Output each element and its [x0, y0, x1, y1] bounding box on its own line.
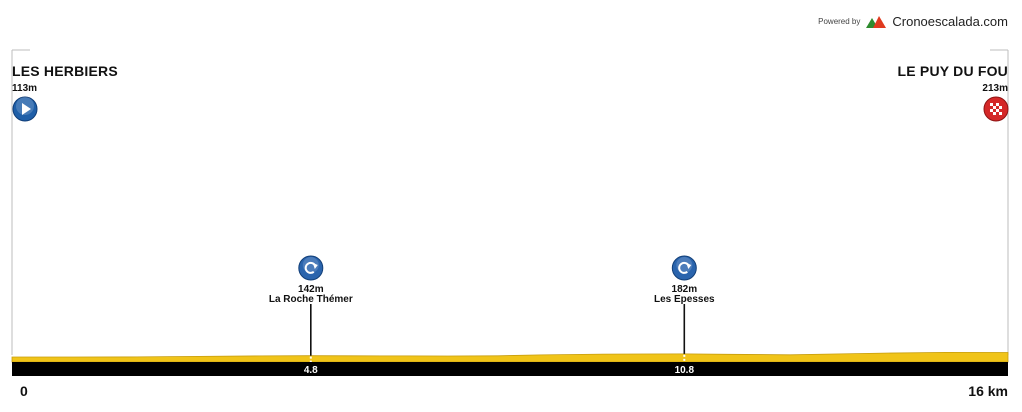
- climb-refresh-icon: [671, 255, 697, 281]
- poi-name-1: Les Epesses: [653, 294, 715, 305]
- axis-start-label: 0: [20, 383, 28, 399]
- poi-name-0: La Roche Thémer: [268, 294, 353, 305]
- start-play-icon: [12, 96, 38, 122]
- brand-name: Cronoescalada.com: [892, 14, 1008, 29]
- brand-mountain-icon: [866, 15, 887, 28]
- start-altitude: 113m: [12, 83, 38, 94]
- finish-altitude: 213m: [982, 83, 1008, 94]
- km-tick-label-0: 4.8: [304, 365, 318, 376]
- climb-refresh-icon: [298, 255, 324, 281]
- poi-altitude-0: 142m: [298, 284, 324, 295]
- powered-by-text: Powered by: [818, 17, 861, 26]
- poi-altitude-1: 182m: [671, 284, 698, 295]
- distance-bar: [12, 362, 1008, 376]
- elevation-area: [11, 351, 1009, 363]
- axis-end-label: 16 km: [968, 383, 1008, 399]
- brand[interactable]: Powered by Cronoescalada.com: [818, 14, 1008, 29]
- finish-name: LE PUY DU FOU: [897, 63, 1008, 79]
- start-name: LES HERBIERS: [12, 63, 118, 79]
- km-tick-label-1: 10.8: [675, 365, 695, 376]
- finish-checkered-icon: [983, 96, 1009, 122]
